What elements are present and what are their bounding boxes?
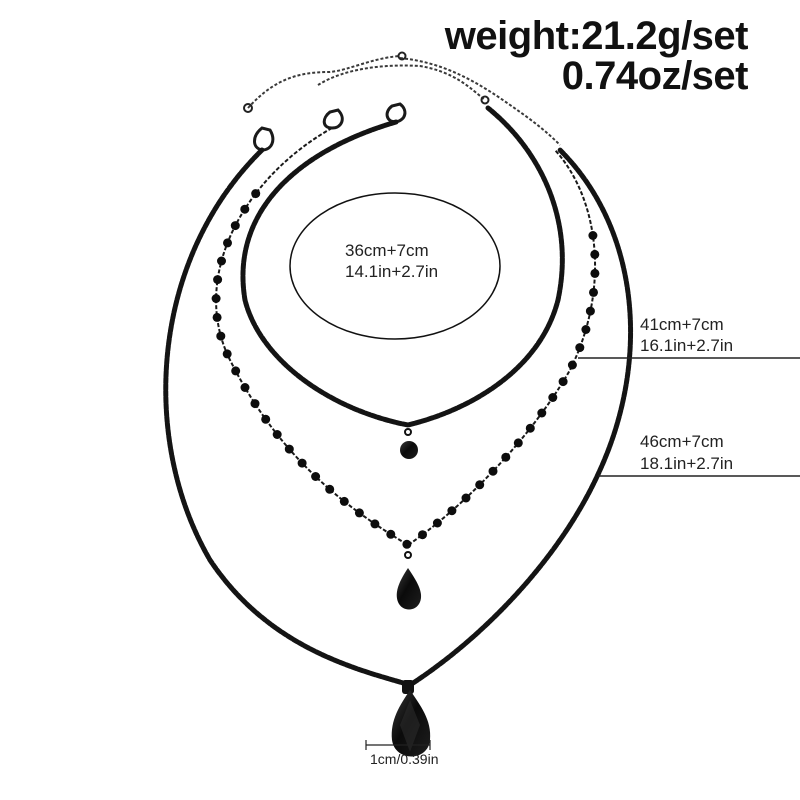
bead [513, 438, 523, 448]
bead [447, 506, 457, 516]
middle-length-cm: 41cm+7cm [640, 315, 724, 334]
bead [501, 452, 511, 462]
pendant-width-bracket [365, 740, 431, 750]
bead [230, 221, 240, 231]
bead [231, 366, 241, 376]
bead [386, 529, 396, 539]
bead [216, 331, 226, 341]
bead [567, 360, 577, 370]
bead [240, 383, 250, 392]
bead [213, 275, 223, 285]
bead [475, 480, 485, 490]
bead [222, 349, 232, 359]
bead [585, 306, 595, 316]
bead [370, 519, 380, 529]
bead [339, 496, 349, 506]
bead [575, 343, 585, 353]
middle-pendant [396, 551, 422, 610]
bead-row [211, 189, 600, 549]
bead [261, 414, 271, 424]
short-chain [240, 105, 565, 428]
short-size-oval [289, 192, 501, 340]
bead [590, 268, 600, 278]
bead [589, 287, 598, 297]
bead [588, 231, 598, 240]
weight-ounces-label: 0.74oz/set [561, 54, 749, 98]
short-length-in: 14.1in+2.7in [345, 262, 439, 281]
bead [325, 484, 335, 494]
bead [250, 399, 260, 409]
bead [590, 249, 600, 259]
middle-chain [215, 127, 597, 547]
long-pendant [391, 680, 431, 757]
bead [240, 204, 250, 214]
bead [461, 493, 471, 503]
bead [212, 312, 222, 322]
bead [354, 508, 364, 518]
bead [418, 530, 427, 540]
bead [211, 294, 221, 303]
short-pendant [400, 428, 418, 459]
short-length-cm: 36cm+7cm [345, 241, 429, 260]
bead [223, 238, 232, 248]
bead [581, 325, 591, 334]
bead [311, 472, 321, 481]
long-length-in: 18.1in+2.7in [640, 454, 734, 473]
bead [488, 466, 498, 476]
pendant-width-label: 1cm/0.39in [370, 751, 439, 767]
bead [525, 423, 535, 433]
bead [217, 256, 226, 266]
middle-length-in: 16.1in+2.7in [640, 336, 734, 355]
bead [432, 518, 442, 528]
bead [284, 444, 294, 454]
bead [558, 377, 568, 387]
bead [402, 539, 412, 549]
bead [251, 189, 261, 199]
extender-chains [243, 51, 561, 146]
bead [297, 458, 307, 468]
bead [548, 393, 558, 402]
long-length-cm: 46cm+7cm [640, 432, 724, 451]
weight-grams-label: weight:21.2g/set [444, 14, 749, 58]
bead [537, 408, 547, 418]
bead [272, 430, 282, 439]
